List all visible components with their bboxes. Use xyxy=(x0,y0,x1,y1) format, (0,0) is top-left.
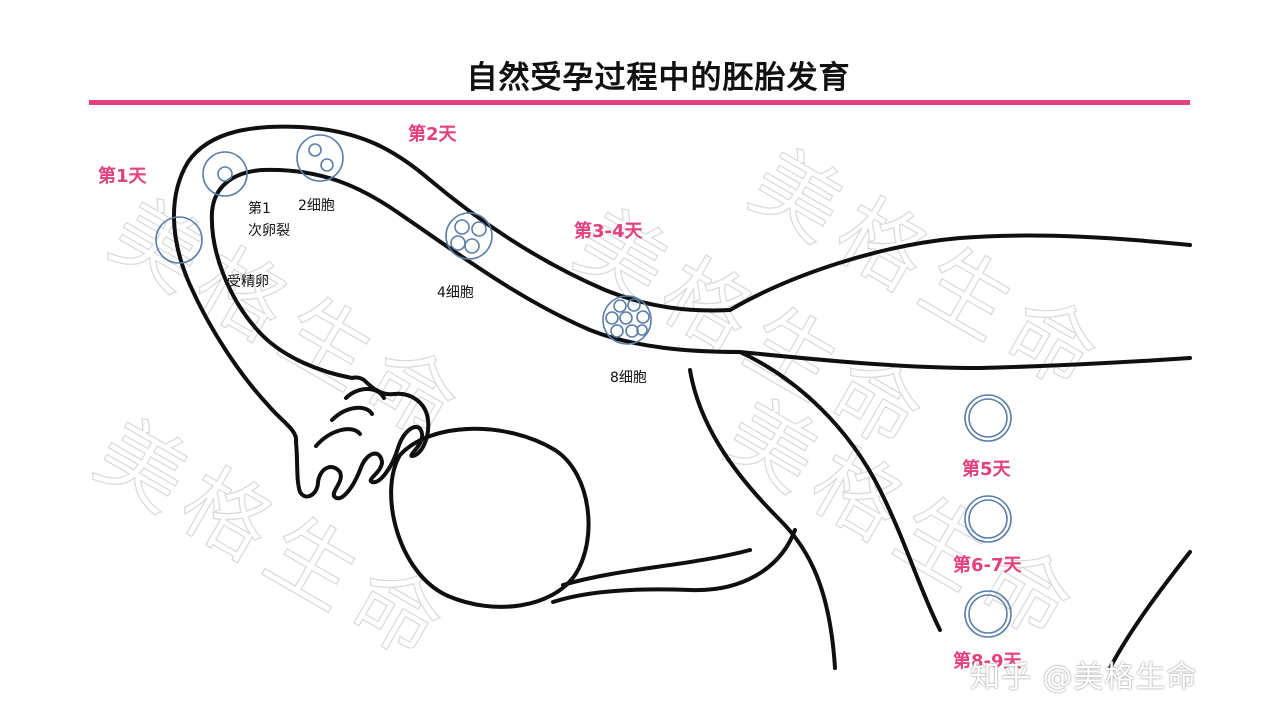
two-cell-label: 2细胞 xyxy=(298,198,335,214)
first-cleavage-label-line1: 第1 xyxy=(248,200,271,217)
day-label-2: 第2天 xyxy=(408,123,458,145)
eight-cell-label: 8细胞 xyxy=(610,370,647,386)
day-label-6-7: 第6-7天 xyxy=(953,554,1023,576)
four-cell-embryo xyxy=(446,213,492,259)
blastocyst-day5 xyxy=(965,395,1011,441)
day-label-1: 第1天 xyxy=(98,165,148,187)
day-label-3-4: 第3-4天 xyxy=(574,220,644,242)
four-cell-label: 4细胞 xyxy=(437,285,474,301)
fertilized-egg-label: 受精卵 xyxy=(227,274,269,290)
first-cleavage-label-line2: 次卵裂 xyxy=(248,223,290,239)
uterus-right-wall xyxy=(1110,552,1190,668)
day-label-5: 第5天 xyxy=(962,458,1012,480)
source-watermark: 知乎 @美格生命 xyxy=(970,652,1198,696)
